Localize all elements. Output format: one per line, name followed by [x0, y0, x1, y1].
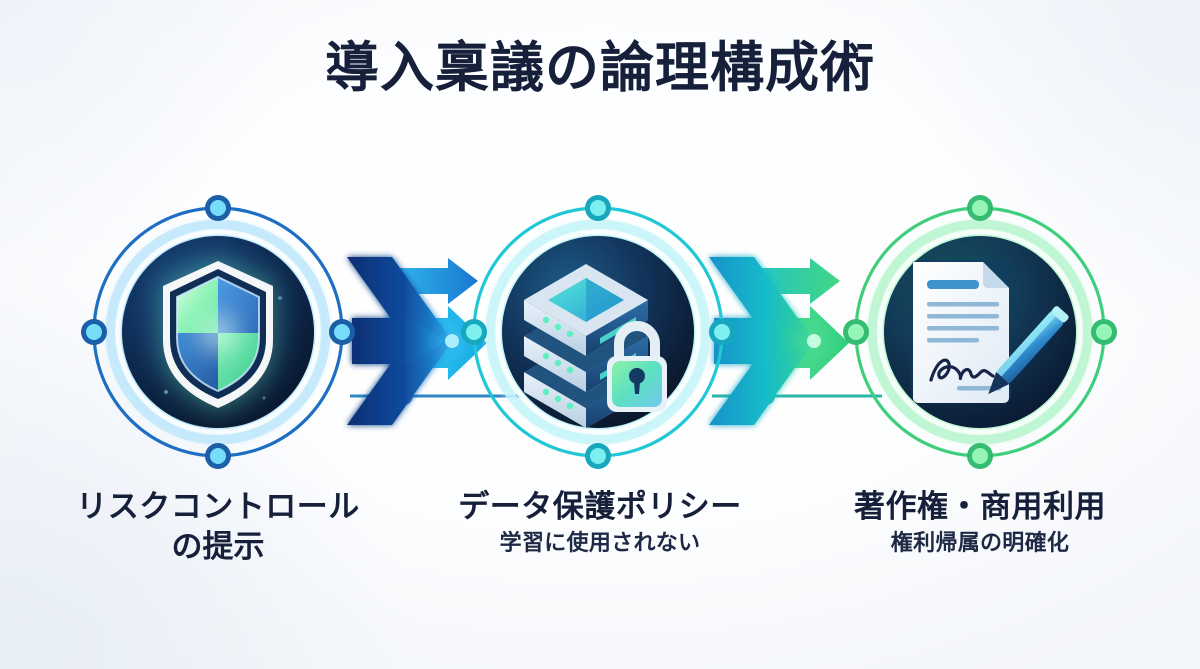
- document-icon: [911, 260, 1011, 403]
- step-3-ring-nodes: [843, 195, 1117, 469]
- step-1-caption: リスクコントロール の提示: [38, 487, 398, 567]
- step-3-label-line1: 著作権・商用利用: [854, 489, 1106, 524]
- connector-1: [347, 257, 520, 425]
- step-1-label-line2: の提示: [171, 529, 265, 564]
- step-3-icon-group[interactable]: [843, 195, 1117, 469]
- lock-icon: [607, 321, 667, 412]
- step-1-icon-group[interactable]: [81, 195, 355, 469]
- page-title: 導入稟議の論理構成術: [325, 38, 875, 98]
- step-2-sublabel: 学習に使用されない: [499, 530, 701, 555]
- step-1-ring-nodes: [81, 195, 355, 469]
- pen-icon: [988, 306, 1069, 395]
- step-1-label-line1: リスクコントロール: [76, 489, 360, 524]
- step-2-icon-group[interactable]: [461, 195, 735, 469]
- connector-2: [709, 257, 882, 425]
- step-2-label-line1: データ保護ポリシー: [458, 489, 742, 524]
- step-2-ring-nodes: [461, 195, 735, 469]
- step-3-sublabel: 権利帰属の明確化: [890, 530, 1070, 555]
- step-2-caption: データ保護ポリシー 学習に使用されない: [420, 487, 780, 559]
- step-3-caption: 著作権・商用利用 権利帰属の明確化: [800, 487, 1160, 559]
